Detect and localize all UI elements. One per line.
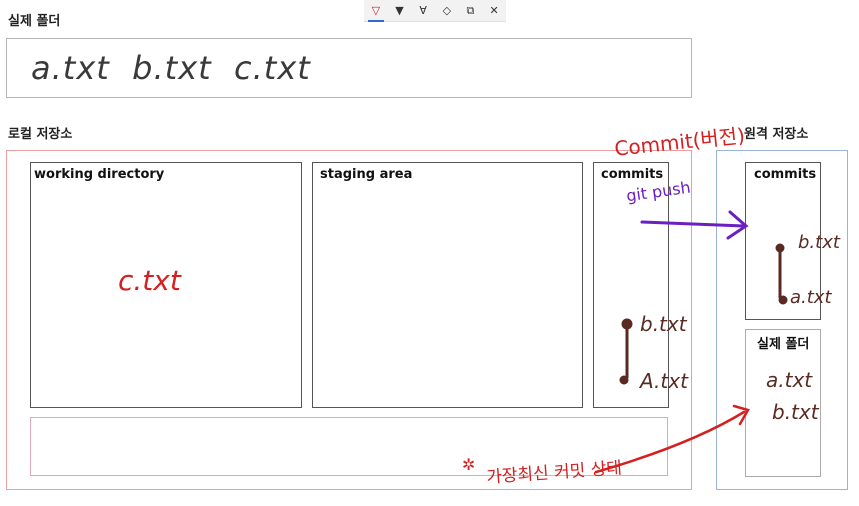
top-folder-box: a.txt b.txt c.txt [6,38,692,98]
latest-state-arrow [594,404,750,474]
remote-folder-title: 실제 폴더 [757,337,810,352]
star-mark: ✲ [462,455,475,474]
copy-tool[interactable]: ⧉ [466,3,475,17]
remote-commit-graph [775,243,788,305]
local-repo-box [6,150,692,490]
local-commit-item-1: b.txt [640,312,687,336]
remote-folder-file-2: b.txt [772,400,819,424]
local-bottom-strip [30,417,668,476]
local-repo-title: 로컬 저장소 [8,127,73,142]
local-commit-graph [619,318,633,385]
remote-repo-title: 원격 저장소 [744,127,809,142]
staging-area-box [312,162,583,408]
remote-commits-title: commits [754,167,817,182]
remote-folder-box [745,329,821,477]
remote-commit-item-1: b.txt [798,232,840,253]
remote-folder-file-1: a.txt [766,368,813,392]
staging-area-title: staging area [320,167,413,182]
local-commits-title: commits [601,167,664,182]
highlighter-tool[interactable]: ∀ [419,4,427,17]
remote-commits-box [745,162,821,320]
top-folder-title: 실제 폴더 [8,14,61,29]
local-commits-box [593,162,669,408]
pen-black-tool[interactable]: ▼ [395,4,404,17]
local-commit-item-2: A.txt [640,369,688,393]
remote-commit-item-2: a.txt [790,287,832,308]
pen-red-tool[interactable]: ▽ [366,2,386,22]
working-directory-handwritten: c.txt [118,264,181,297]
push-arrow [640,210,749,240]
eraser-tool[interactable]: ◇ [442,4,452,17]
working-directory-box [30,162,302,408]
top-folder-files: a.txt b.txt c.txt [31,49,311,87]
remote-repo-box [716,150,848,490]
working-directory-title: working directory [34,167,165,182]
close-tool[interactable]: ✕ [489,4,499,17]
drawing-toolbar: ▽ ▼ ∀ ◇ ⧉ ✕ [364,0,506,22]
